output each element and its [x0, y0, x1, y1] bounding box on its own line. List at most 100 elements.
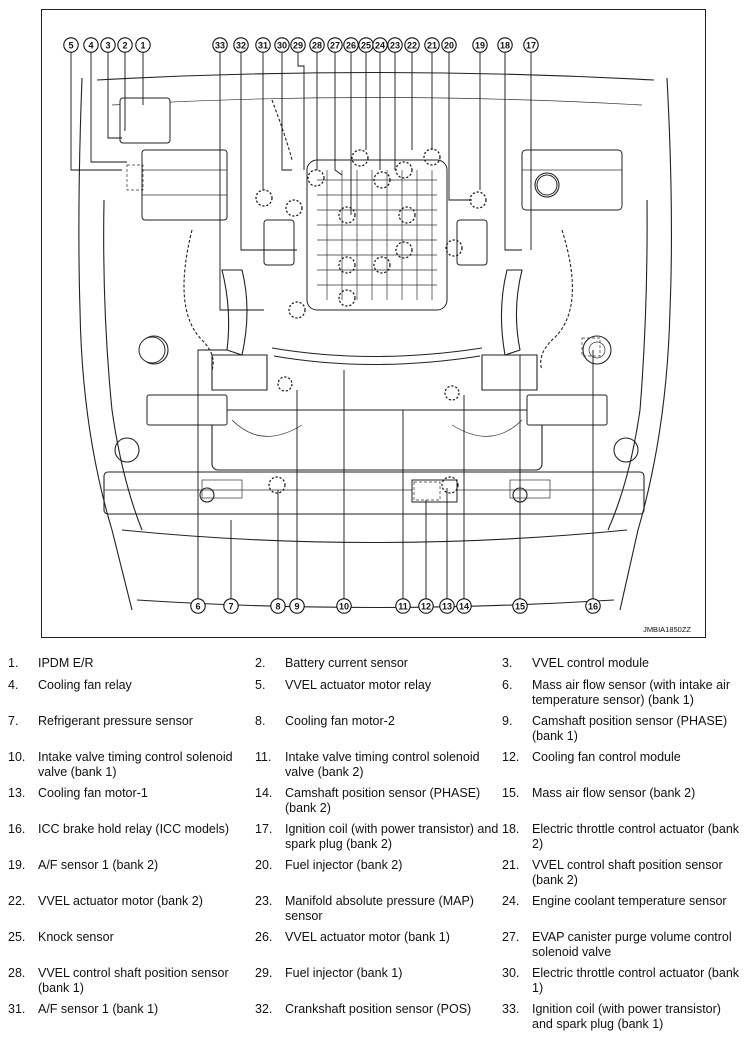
- callout-14: 14: [456, 598, 472, 614]
- legend-item-text: Intake valve timing control solenoid val…: [38, 750, 233, 779]
- legend-item: 3.VVEL control module: [502, 656, 743, 678]
- legend-item-text: VVEL actuator motor (bank 2): [38, 894, 203, 908]
- callout-label: 11: [398, 602, 408, 612]
- callout-18: 18: [497, 37, 513, 53]
- legend-item-number: 8.: [255, 714, 266, 728]
- legend-item: 6.Mass air flow sensor (with intake air …: [502, 678, 743, 714]
- callout-6: 6: [190, 598, 206, 614]
- legend-item: 21.VVEL control shaft position sensor (b…: [502, 858, 743, 894]
- callout-label: 30: [277, 41, 287, 51]
- legend-item-text: Electric throttle control actuator (bank…: [532, 822, 740, 851]
- callout-2: 2: [117, 37, 133, 53]
- legend-item-text: VVEL control shaft position sensor (bank…: [532, 858, 723, 887]
- legend-item: 24.Engine coolant temperature sensor: [502, 894, 743, 930]
- legend-item-number: 31.: [8, 1002, 26, 1016]
- legend-item: 17.Ignition coil (with power transistor)…: [255, 822, 502, 858]
- callout-label: 32: [236, 41, 246, 51]
- legend-item: 29.Fuel injector (bank 1): [255, 966, 502, 1002]
- callout-label: 29: [293, 41, 303, 51]
- callout-7: 7: [223, 598, 239, 614]
- legend-item: 16.ICC brake hold relay (ICC models): [8, 822, 255, 858]
- callout-9: 9: [289, 598, 305, 614]
- legend-item-number: 7.: [8, 714, 19, 728]
- callout-label: 24: [375, 41, 385, 51]
- callout-31: 31: [255, 37, 271, 53]
- vehicle-outline: [78, 71, 673, 611]
- legend-item-text: VVEL actuator motor (bank 1): [285, 930, 450, 944]
- callout-26: 26: [343, 37, 359, 53]
- legend-item-text: EVAP canister purge volume control solen…: [532, 930, 732, 959]
- legend-row: 10.Intake valve timing control solenoid …: [8, 750, 743, 786]
- legend-item-number: 27.: [502, 930, 520, 944]
- legend-item: 2.Battery current sensor: [255, 656, 502, 678]
- legend-item: 14.Camshaft position sensor (PHASE) (ban…: [255, 786, 502, 822]
- legend-item: 26.VVEL actuator motor (bank 1): [255, 930, 502, 966]
- callout-13: 13: [439, 598, 455, 614]
- callout-label: 18: [500, 41, 510, 51]
- callout-11: 11: [395, 598, 411, 614]
- legend-item-text: Engine coolant temperature sensor: [532, 894, 727, 908]
- callout-29: 29: [290, 37, 306, 53]
- callout-label: 15: [515, 602, 525, 612]
- legend-row: 16.ICC brake hold relay (ICC models)17.I…: [8, 822, 743, 858]
- legend-row: 31.A/F sensor 1 (bank 1)32.Crankshaft po…: [8, 1002, 743, 1038]
- legend-item: 25.Knock sensor: [8, 930, 255, 966]
- callout-30: 30: [274, 37, 290, 53]
- callout-label: 1: [140, 41, 145, 51]
- legend-item-text: Camshaft position sensor (PHASE) (bank 2…: [285, 786, 481, 815]
- callout-label: 25: [361, 41, 371, 51]
- callout-label: 7: [228, 602, 233, 612]
- legend-item: 22.VVEL actuator motor (bank 2): [8, 894, 255, 930]
- legend-item: 19.A/F sensor 1 (bank 2): [8, 858, 255, 894]
- callout-16: 16: [585, 598, 601, 614]
- legend-row: 22.VVEL actuator motor (bank 2)23.Manifo…: [8, 894, 743, 930]
- callout-label: 8: [275, 602, 280, 612]
- legend-item-number: 3.: [502, 656, 513, 670]
- legend-item-text: Mass air flow sensor (bank 2): [532, 786, 696, 800]
- callout-12: 12: [418, 598, 434, 614]
- legend-item-number: 28.: [8, 966, 26, 980]
- callout-label: 13: [442, 602, 452, 612]
- callout-4: 4: [83, 37, 99, 53]
- legend-item-number: 16.: [8, 822, 26, 836]
- callout-label: 31: [258, 41, 268, 51]
- callout-21: 21: [424, 37, 440, 53]
- legend-row: 28.VVEL control shaft position sensor (b…: [8, 966, 743, 1002]
- legend-item-text: Camshaft position sensor (PHASE) (bank 1…: [532, 714, 728, 743]
- callout-20: 20: [441, 37, 457, 53]
- legend-item: 31.A/F sensor 1 (bank 1): [8, 1002, 255, 1038]
- legend-item-text: Battery current sensor: [285, 656, 408, 670]
- callout-10: 10: [336, 598, 352, 614]
- legend-item-number: 17.: [255, 822, 273, 836]
- callout-23: 23: [387, 37, 403, 53]
- legend-item-number: 30.: [502, 966, 520, 980]
- legend-item: 8.Cooling fan motor-2: [255, 714, 502, 750]
- callout-label: 3: [105, 41, 110, 51]
- callout-label: 27: [330, 41, 340, 51]
- callout-32: 32: [233, 37, 249, 53]
- callout-5: 5: [63, 37, 79, 53]
- legend-item-text: Cooling fan relay: [38, 678, 132, 692]
- legend-item-number: 6.: [502, 678, 513, 692]
- legend-item-text: Cooling fan control module: [532, 750, 681, 764]
- legend-item-number: 18.: [502, 822, 520, 836]
- legend-item-text: IPDM E/R: [38, 656, 94, 670]
- callout-label: 2: [122, 41, 127, 51]
- legend-item: 28.VVEL control shaft position sensor (b…: [8, 966, 255, 1002]
- legend-item: 33.Ignition coil (with power transistor)…: [502, 1002, 743, 1038]
- legend-row: 19.A/F sensor 1 (bank 2)20.Fuel injector…: [8, 858, 743, 894]
- legend-item-number: 1.: [8, 656, 19, 670]
- legend-item-number: 12.: [502, 750, 520, 764]
- figure-code: JMBIA1850ZZ: [643, 625, 691, 634]
- legend-item-text: Fuel injector (bank 2): [285, 858, 403, 872]
- legend-item-number: 4.: [8, 678, 19, 692]
- legend-item: 23.Manifold absolute pressure (MAP) sens…: [255, 894, 502, 930]
- callout-label: 5: [68, 41, 73, 51]
